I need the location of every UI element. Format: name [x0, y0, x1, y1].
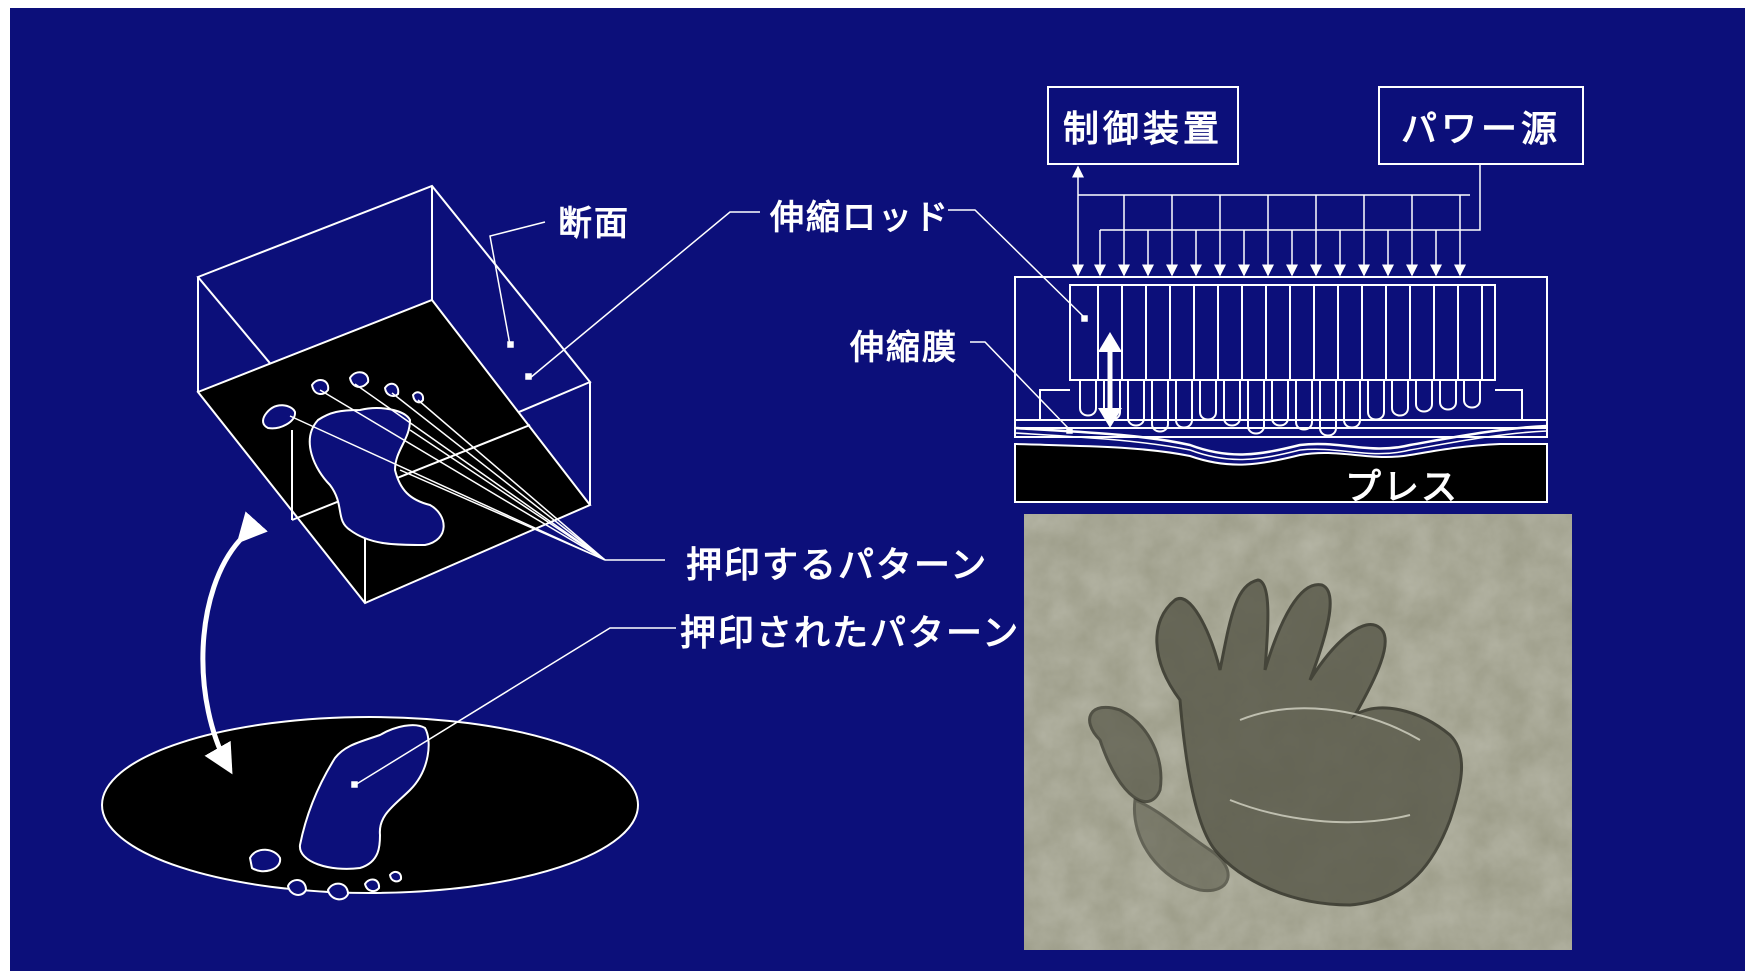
- rod-label: 伸縮ロッド: [770, 198, 950, 238]
- cross-section-label: 断面: [558, 204, 630, 244]
- handprint-photo: [1024, 514, 1572, 950]
- control-bus: [1072, 163, 1481, 277]
- impression-surface: [101, 716, 639, 901]
- rod-columns: [1097, 285, 1483, 380]
- membrane-label: 伸縮膜: [850, 328, 958, 368]
- stamp-footprint: [262, 371, 445, 547]
- stamp-pattern-pointers: [289, 383, 665, 561]
- press-plate: [1014, 442, 1548, 503]
- membrane-pointer: [970, 341, 1073, 434]
- rod-pointer-right: [948, 209, 1088, 322]
- power-source-box: パワー源: [1378, 86, 1584, 165]
- press-label: プレス: [1345, 467, 1460, 508]
- stamped-pattern-label: 押印されたパターン: [680, 613, 1021, 654]
- curved-double-arrow: [200, 511, 268, 775]
- cross-section-pointer: [489, 221, 546, 348]
- rod-pointer-left: [525, 211, 760, 380]
- vertical-double-arrow: [1098, 332, 1122, 428]
- press-mechanism: [1014, 276, 1548, 461]
- handprint: [1088, 578, 1464, 907]
- controller-box: 制御装置: [1047, 86, 1239, 165]
- stamp-pattern-label: 押印するパターン: [686, 545, 989, 586]
- stamped-pattern-pointer: [351, 627, 676, 788]
